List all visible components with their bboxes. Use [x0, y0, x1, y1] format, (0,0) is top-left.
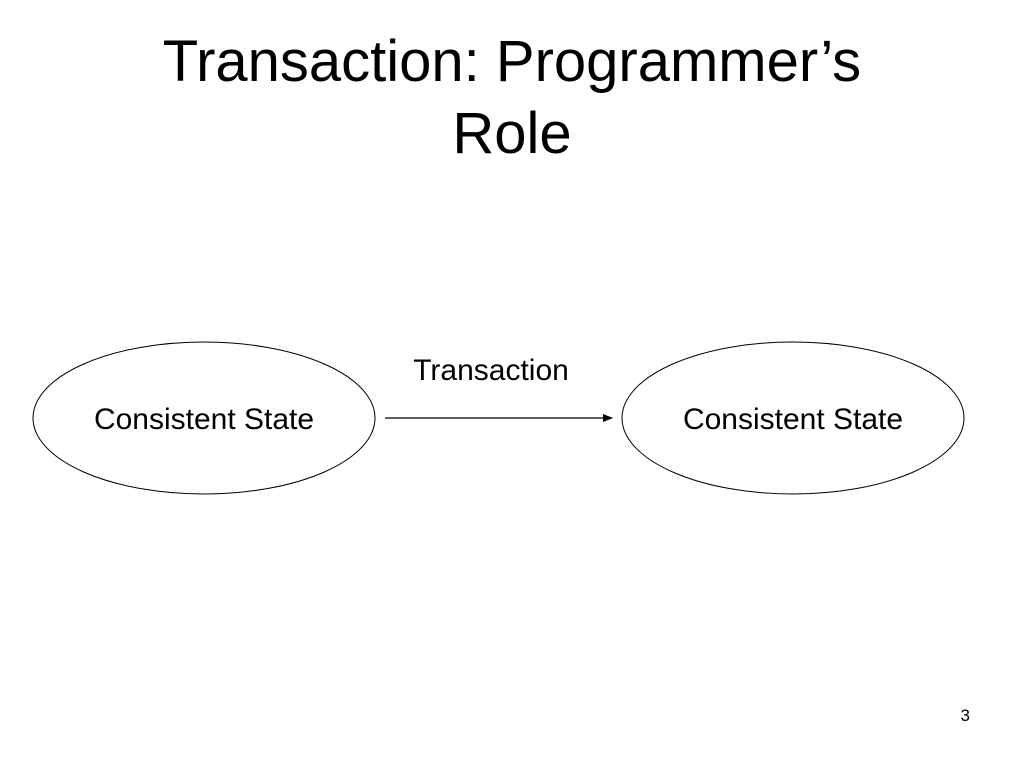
title-line-2: Role: [452, 101, 572, 166]
transition-arrow: Transaction: [385, 354, 613, 422]
title-line-1: Transaction: Programmer’s: [162, 29, 862, 94]
source-state-label: Consistent State: [94, 403, 314, 436]
source-state-ellipse: [32, 341, 376, 495]
page-number: 3: [960, 706, 970, 725]
transition-arrow-label: Transaction: [413, 354, 569, 387]
target-state-node: Consistent State: [621, 341, 965, 495]
source-state-node: Consistent State: [32, 341, 376, 495]
slide-title: Transaction: Programmer’s Role: [60, 26, 964, 170]
target-state-ellipse: [621, 341, 965, 495]
target-state-label: Consistent State: [683, 403, 903, 436]
